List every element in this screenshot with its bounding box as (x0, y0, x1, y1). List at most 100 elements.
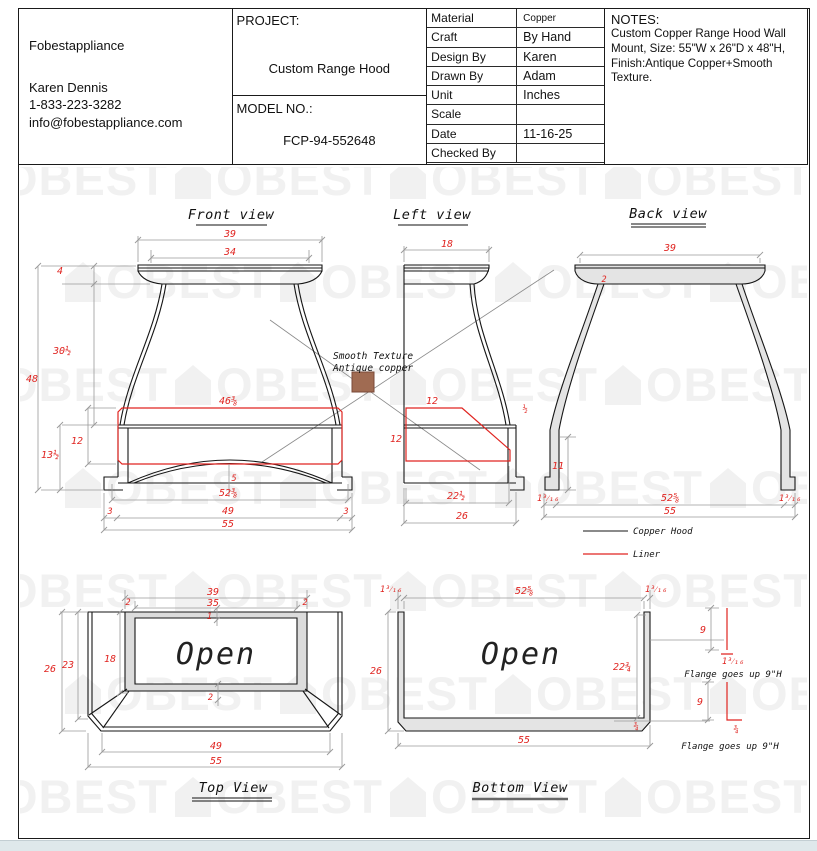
dim-back-base-width: 55 (664, 506, 676, 517)
front-dim-ticks (34, 236, 356, 534)
spec-label-checked-by: Checked By (427, 143, 518, 163)
spec-label-drawn-by: Drawn By (427, 66, 518, 86)
bottom-view: Open 1³⁄₁₆ 52⅝ 1³⁄₁₆ 26 22¾ ¾ 55 9 1³⁄₁₆… (370, 585, 782, 801)
watermark: OBEST (495, 464, 703, 511)
watermark: OBEST (20, 358, 168, 412)
back-view-title: Back view (629, 206, 707, 222)
model-label: MODEL NO.: (236, 101, 313, 116)
flange-top-ticks (707, 604, 715, 654)
flange-top-bracket (705, 607, 719, 651)
watermark: OBEST (390, 564, 598, 618)
watermark: OBEST (605, 167, 807, 206)
dim-flange-top-height: 9 (700, 625, 706, 636)
dim-front-inner-top-width: 34 (223, 247, 236, 258)
top-dim-lines (60, 590, 343, 768)
dim-back-top-width: 39 (663, 243, 676, 254)
dim-top-base-width: 55 (210, 756, 222, 767)
dim-bottom-base-width: 55 (518, 735, 530, 746)
front-liner (117, 407, 343, 465)
annotation-line1: Smooth Texture (333, 351, 413, 362)
spec-value-design-by: Karen (517, 48, 605, 67)
flange-top-profile (721, 608, 733, 655)
watermark-text: OBEST (751, 667, 807, 721)
notes-label: NOTES: (611, 12, 660, 27)
watermark: OBEST (605, 770, 807, 824)
legend-liner-label: Liner (633, 550, 661, 560)
dim-front-liner-height: 12 (71, 436, 83, 447)
watermark: OBEST (20, 167, 168, 206)
left-view: Left view 18 12 12 ½ 22½ 26 (390, 207, 528, 527)
front-view-title: Front view (188, 207, 275, 223)
watermark: OBEST (495, 667, 703, 721)
dim-front-base-width: 55 (222, 519, 234, 530)
spec-value-drawn-by: Adam (517, 67, 605, 86)
watermark-text: OBEST (751, 461, 807, 515)
top-outline (87, 611, 343, 732)
company-phone: 1-833-223-3282 (29, 97, 122, 113)
company-name: Fobestappliance (29, 38, 125, 53)
dim-left-liner-top: 12 (426, 396, 438, 407)
top-corner-diagonals (88, 688, 342, 729)
dim-bottom-edge-right: 1³⁄₁₆ (645, 585, 667, 595)
dim-top-mid-depth: 23 (62, 660, 74, 671)
dim-back-edge-right: 1³⁄₁₆ (779, 494, 801, 504)
watermark: OBEST (175, 167, 383, 202)
spec-table: Material Copper Craft By Hand Design By … (427, 9, 606, 164)
company-email: info@fobestappliance.com (29, 114, 183, 130)
spec-value-craft: By Hand (517, 28, 605, 48)
spec-label-design-by: Design By (427, 47, 518, 67)
dim-front-foot-right: 3 (342, 507, 348, 517)
watermark-text: OBEST (20, 167, 168, 206)
company-contact: Karen Dennis (29, 79, 108, 95)
dim-left-gap: ½ (522, 404, 527, 415)
dim-flange-bottom-height: 9 (697, 697, 703, 708)
dim-top-outer-width: 39 (206, 587, 219, 598)
watermark-text: OBEST (216, 770, 383, 824)
watermark: OBEST (65, 670, 273, 717)
watermark-house-icon (390, 167, 426, 199)
watermark: OBEST (710, 667, 807, 721)
dim-back-edge-left: 1³⁄₁₆ (537, 494, 559, 504)
dim-left-top-depth: 18 (441, 239, 453, 250)
back-left-leg (544, 283, 605, 491)
back-right-leg (735, 283, 796, 491)
watermark-text: OBEST (431, 564, 598, 618)
dim-front-crown-height: 4 (57, 266, 63, 277)
dim-left-liner-bottom: 22½ (447, 490, 465, 502)
dim-left-liner-height: 12 (390, 434, 402, 445)
flange-bottom-note: Flange goes up 9"H (681, 742, 779, 752)
notes-cell: NOTES: Custom Copper Range Hood Wall Mou… (605, 9, 807, 164)
dim-bottom-depth: 26 (370, 666, 382, 677)
left-dim-lines (403, 246, 517, 524)
dim-top-inner-width: 35 (206, 598, 219, 609)
top-open-label: Open (176, 637, 256, 672)
spec-label-unit: Unit (427, 86, 518, 106)
watermark: OBEST (390, 773, 598, 820)
watermark-text: OBEST (106, 461, 273, 515)
dim-front-total-height: 48 (26, 374, 38, 385)
dim-top-border-right: 2 (302, 598, 307, 608)
spec-label-material: Material (427, 9, 518, 29)
watermark-text: OBEST (20, 358, 168, 412)
bottom-view-title: Bottom View (473, 780, 568, 796)
dim-top-base-inner: 49 (210, 741, 222, 752)
watermark-text: OBEST (646, 167, 807, 206)
dim-front-band-height: 13½ (41, 449, 59, 461)
company-cell: Fobestappliance Karen Dennis 1-833-223-3… (19, 9, 233, 164)
top-view-title: Top View (198, 780, 267, 796)
page-edge (0, 840, 817, 851)
flange-detail-bottom: 9 ¾ Flange goes up 9"H (681, 678, 779, 752)
watermark: OBEST (390, 167, 598, 202)
dim-top-front-gap: 1 (207, 612, 212, 622)
watermark-text: OBEST (646, 770, 807, 824)
spec-label-craft: Craft (427, 28, 518, 48)
watermark: OBEST (710, 461, 807, 515)
watermark-text: OBEST (536, 667, 703, 721)
dim-flange-bottom-width: ¾ (733, 725, 738, 735)
finish-annotation: Smooth Texture Antique copper (261, 269, 555, 471)
bottom-dim-lines (387, 590, 724, 747)
dim-flange-top-width: 1³⁄₁₆ (722, 657, 744, 667)
dim-front-base-inner: 49 (222, 506, 234, 517)
flange-bottom-ticks (704, 678, 712, 724)
